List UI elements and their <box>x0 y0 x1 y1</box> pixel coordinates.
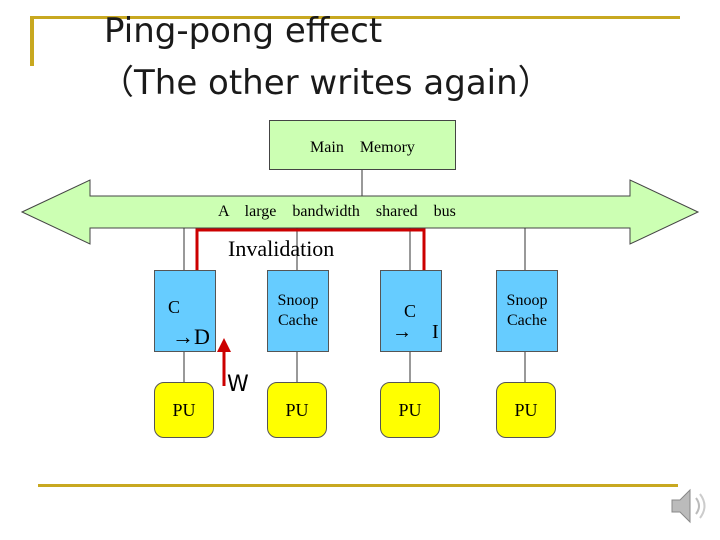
cache-3-label: C <box>404 301 417 321</box>
pu-4-label: PU <box>514 399 538 420</box>
main-memory-box: Main Memory <box>269 120 456 170</box>
cache-3-state: → I <box>392 321 439 343</box>
pu-2: PU <box>267 382 327 438</box>
slide-title: Ping-pong effect <box>104 11 383 51</box>
top-accent-line <box>30 16 680 19</box>
snoop-cache-4: Snoop Cache <box>496 270 558 352</box>
cache-3 <box>380 270 442 352</box>
snoop-cache-2-label: Snoop Cache <box>277 292 319 329</box>
cache-1-label: C <box>168 297 181 317</box>
bottom-accent-line <box>38 484 678 487</box>
pu-3-label: PU <box>398 399 422 420</box>
cache-1 <box>154 270 216 352</box>
write-arrowhead <box>217 338 231 352</box>
write-label: W <box>227 372 249 397</box>
pu-1: PU <box>154 382 214 438</box>
snoop-cache-2: Snoop Cache <box>267 270 329 352</box>
bus-label: A large bandwidth shared bus <box>218 203 456 220</box>
pu-1-label: PU <box>172 399 196 420</box>
slide-subtitle: （The other writes again） <box>100 63 552 103</box>
invalidation-signal-line <box>195 228 426 304</box>
pu-3: PU <box>380 382 440 438</box>
shared-bus-arrow <box>20 179 700 245</box>
pu-2-label: PU <box>285 399 309 420</box>
main-memory-label: Main Memory <box>310 139 415 156</box>
cache-1-state: →D <box>172 324 210 349</box>
pu-4: PU <box>496 382 556 438</box>
left-accent-bar <box>30 16 34 66</box>
invalidation-label: Invalidation <box>228 236 335 261</box>
snoop-cache-4-label: Snoop Cache <box>506 292 548 329</box>
